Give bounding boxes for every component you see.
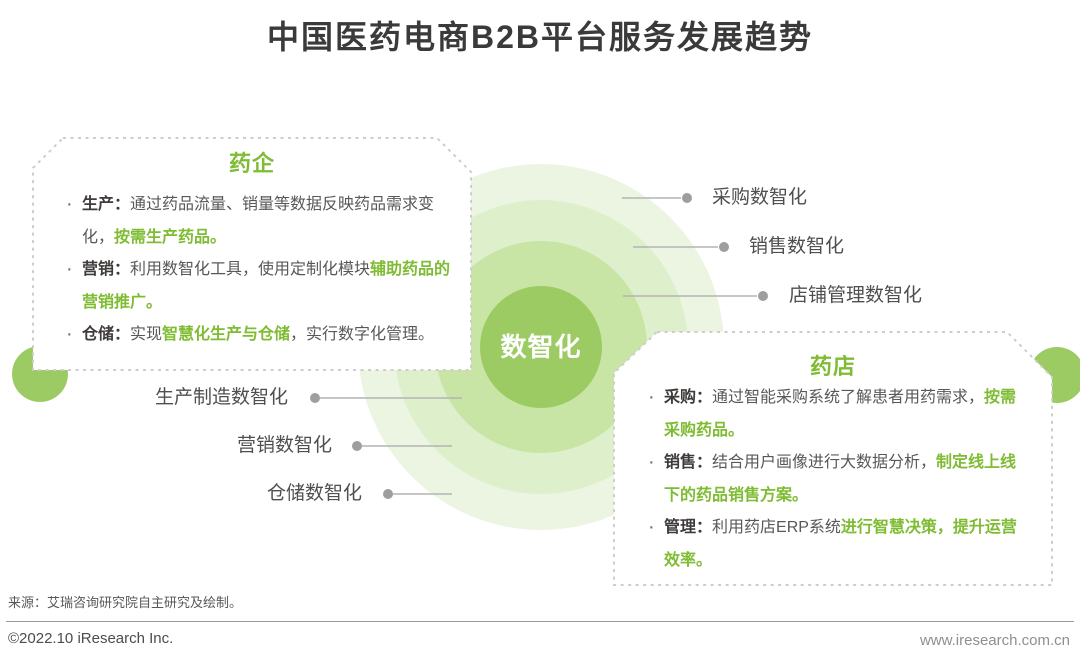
pharmacy-box-outline xyxy=(613,331,1053,586)
connector-dot-warehouse xyxy=(383,489,393,499)
connector-dot-manufacturing xyxy=(310,393,320,403)
pharma-bullet-warehouse: · 仓储：实现智慧化生产与仓储，实行数字化管理。 xyxy=(66,319,454,352)
bullet-dot-icon: · xyxy=(648,516,655,538)
center-circle-label: 数智化 xyxy=(500,332,582,362)
bullet-dot-icon: · xyxy=(648,386,655,408)
pharma-box-title: 药企 xyxy=(228,151,275,176)
bullet-dot-icon: · xyxy=(66,193,73,215)
pharma-box-outline xyxy=(32,137,472,371)
pharma-bullet-marketing: · 营销：利用数智化工具，使用定制化模块辅助药品的营销推广。 xyxy=(66,254,454,319)
pharma-bullet-production: · 生产：通过药品流量、销量等数据反映药品需求变化，按需生产药品。 xyxy=(66,189,454,254)
satellite-store-management-digitalization: 店铺管理数智化 xyxy=(789,285,923,306)
connector-dot-procurement xyxy=(682,193,692,203)
website-url: www.iresearch.com.cn xyxy=(919,632,1070,649)
connector-dot-sales xyxy=(719,242,729,252)
connector-dot-store-mgmt xyxy=(758,291,768,301)
connector-dot-marketing xyxy=(352,441,362,451)
bullet-dot-icon: · xyxy=(66,323,73,345)
source-note: 来源：艾瑞咨询研究院自主研究及绘制。 xyxy=(8,595,243,610)
satellite-warehouse-digitalization: 仓储数智化 xyxy=(266,483,362,504)
copyright-text: ©2022.10 iResearch Inc. xyxy=(8,630,174,647)
center-circle xyxy=(480,286,602,408)
pharmacy-bullet-management: · 管理：利用药店ERP系统进行智慧决策，提升运营效率。 xyxy=(648,512,1032,577)
pharmacy-bullet-list: · 采购：通过智能采购系统了解患者用药需求，按需采购药品。 · 销售：结合用户画… xyxy=(648,382,1032,577)
bullet-dot-icon: · xyxy=(648,451,655,473)
pharma-bullet-list: · 生产：通过药品流量、销量等数据反映药品需求变化，按需生产药品。 · 营销：利… xyxy=(66,189,454,352)
footer-divider xyxy=(6,621,1074,622)
bullet-dot-icon: · xyxy=(66,258,73,280)
satellite-sales-digitalization: 销售数智化 xyxy=(749,236,845,257)
satellite-manufacturing-digitalization: 生产制造数智化 xyxy=(154,387,288,408)
satellite-marketing-digitalization: 营销数智化 xyxy=(236,435,332,456)
pharmacy-box-title: 药店 xyxy=(809,354,856,379)
page-title: 中国医药电商B2B平台服务发展趋势 xyxy=(266,19,814,55)
pharmacy-bullet-procurement: · 采购：通过智能采购系统了解患者用药需求，按需采购药品。 xyxy=(648,382,1032,447)
satellite-procurement-digitalization: 采购数智化 xyxy=(712,187,808,208)
pharmacy-bullet-sales: · 销售：结合用户画像进行大数据分析，制定线上线下的药品销售方案。 xyxy=(648,447,1032,512)
